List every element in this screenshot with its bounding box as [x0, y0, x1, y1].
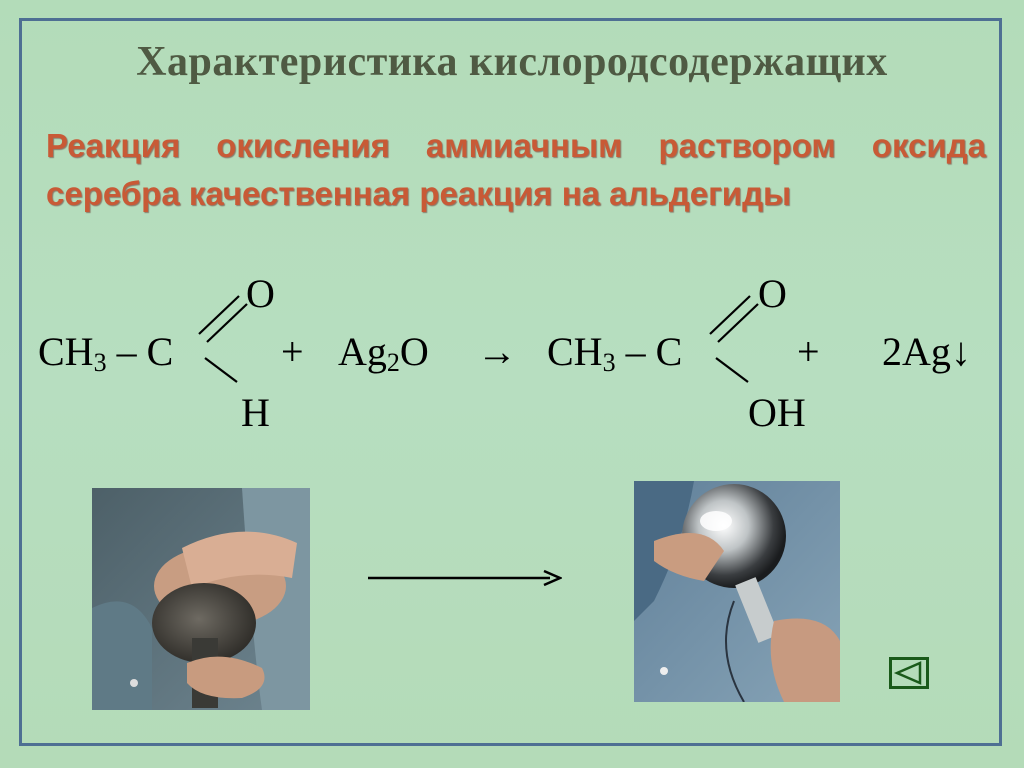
product1-formula: CH3 – C	[547, 332, 682, 376]
product1-bonds	[709, 295, 759, 383]
product1-oxygen: O	[758, 271, 787, 316]
reactant2-right: O	[399, 329, 429, 374]
product1-sub: 3	[602, 348, 616, 377]
long-right-arrow-icon	[368, 569, 562, 587]
product1-hydroxyl: OH	[748, 390, 806, 435]
reactant1-right: – C	[106, 329, 174, 374]
photo-before-reaction	[92, 488, 310, 710]
back-button[interactable]	[889, 657, 929, 689]
plus-sign-1: +	[281, 329, 304, 374]
reactant1-left: CH	[38, 329, 94, 374]
plus-sign-2: +	[797, 329, 820, 374]
reactant1-oxygen: O	[246, 271, 275, 316]
triangle-left-icon	[893, 661, 922, 685]
slide-subtitle: Реакция окисления аммиачным раствором ок…	[46, 127, 986, 212]
reactant1-bonds	[198, 295, 248, 383]
product2-silver: 2Ag↓	[882, 329, 971, 374]
product1-right: – C	[615, 329, 683, 374]
reactant1-sub: 3	[93, 348, 107, 377]
slide-title: Характеристика кислородсодержащих	[136, 39, 888, 85]
reactant2-sub: 2	[386, 348, 400, 377]
reactant1-formula: CH3 – C	[38, 332, 173, 376]
reaction-arrow: →	[477, 329, 517, 374]
reactant1-hydrogen: H	[241, 390, 270, 435]
reactant2-left: Ag	[338, 329, 387, 374]
reactant2-formula: Ag2O	[338, 332, 429, 376]
slide-frame	[19, 18, 1002, 746]
photo-silver-mirror	[634, 481, 840, 702]
product1-left: CH	[547, 329, 603, 374]
